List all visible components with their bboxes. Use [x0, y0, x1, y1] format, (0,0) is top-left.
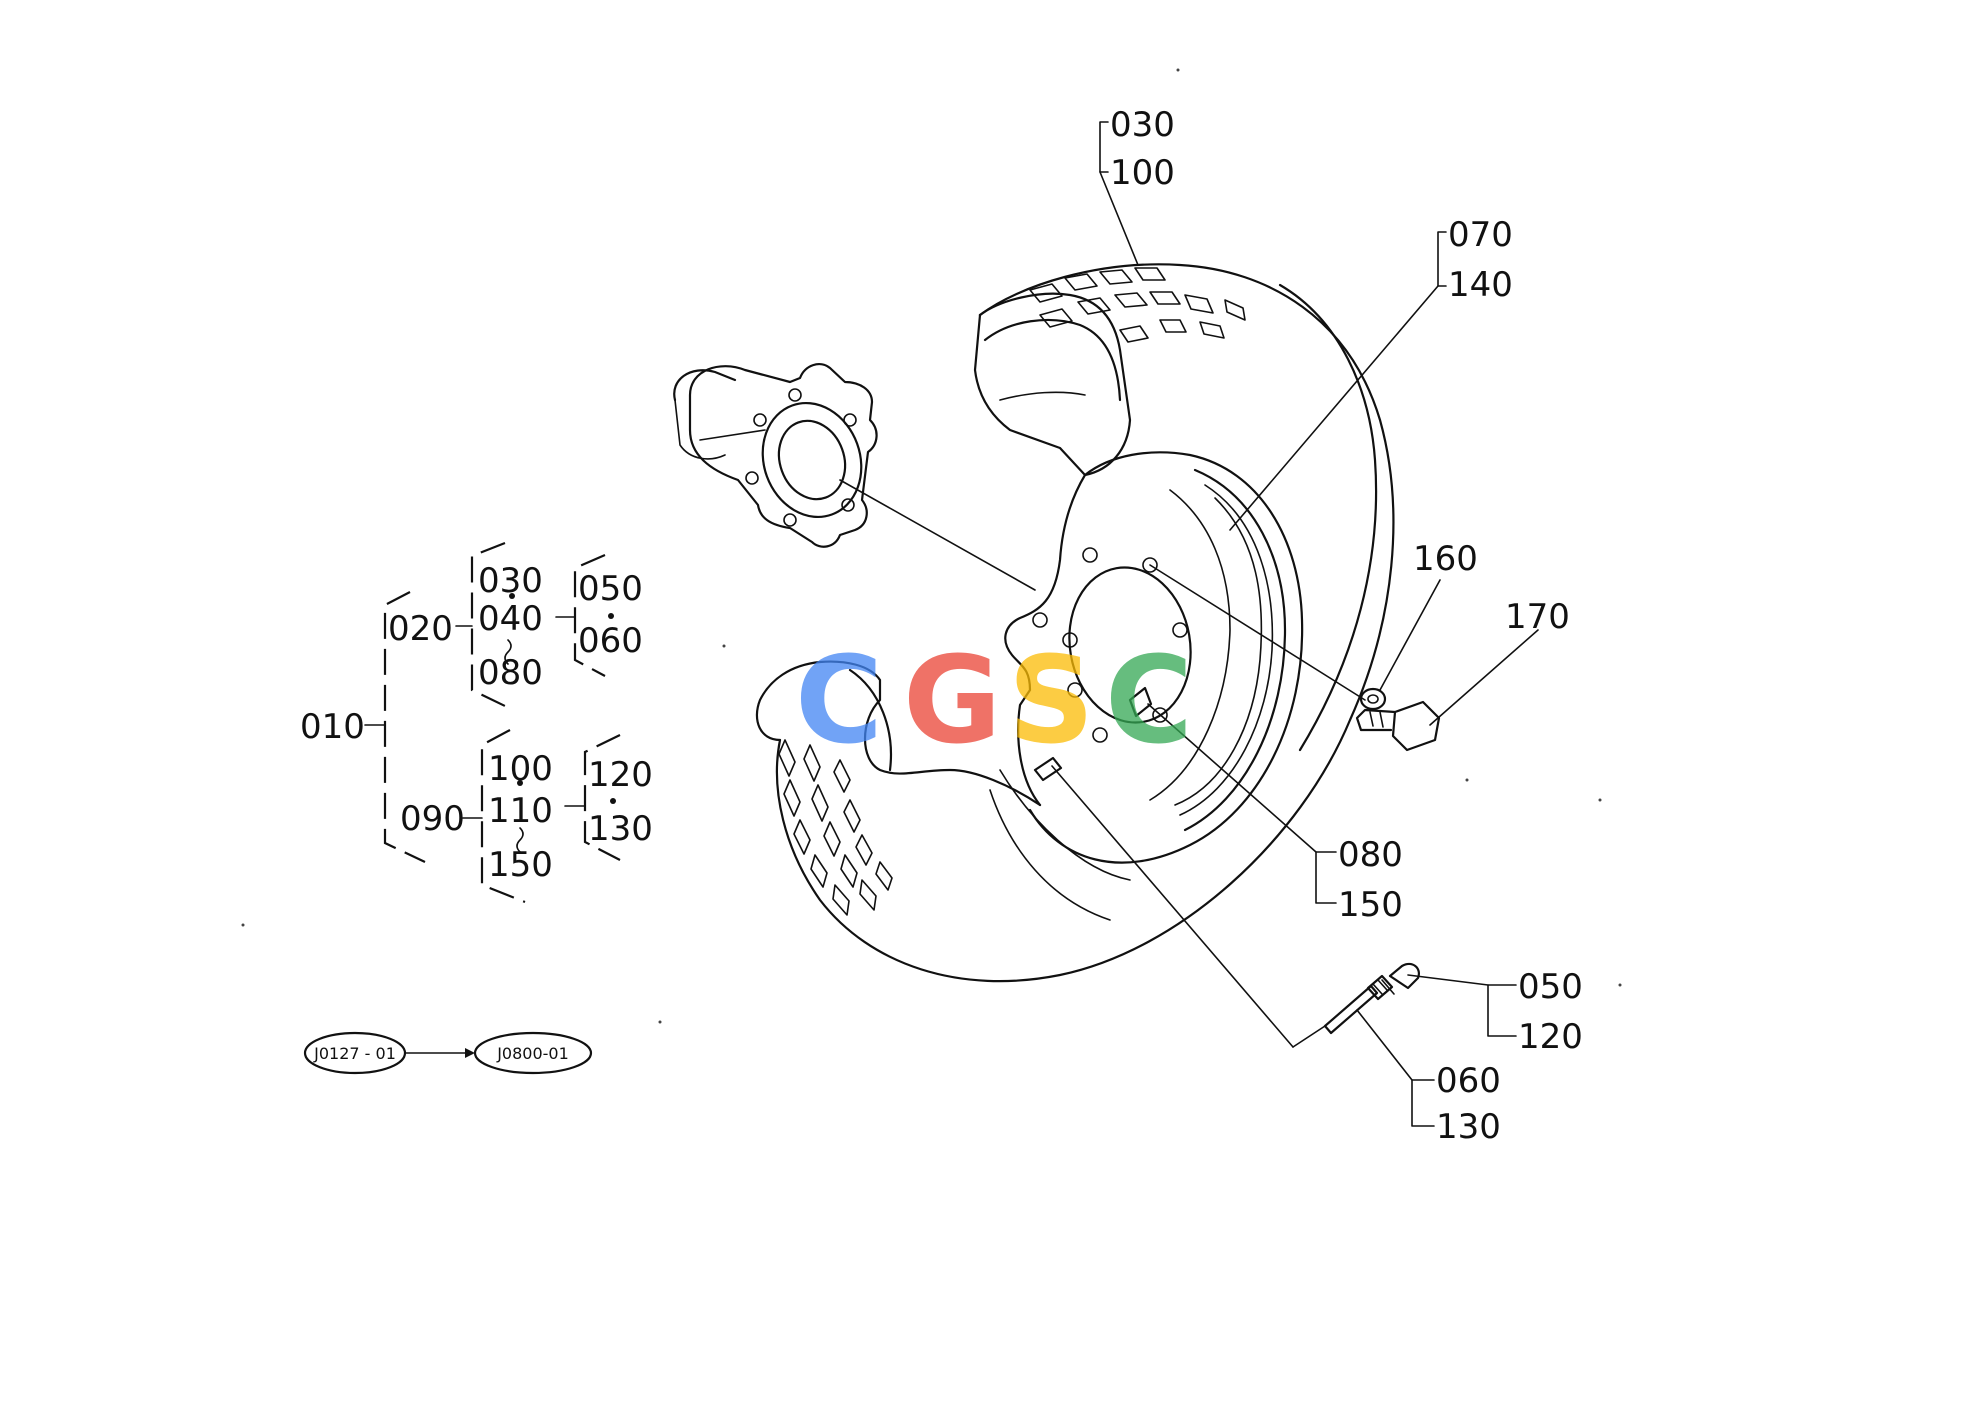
callout-160: 160 — [1413, 539, 1478, 579]
callout-labels: 030 100 070 140 160 170 080 150 050 120 … — [1110, 105, 1583, 1147]
tree-node-150: 150 — [488, 845, 553, 885]
leader-lines — [839, 121, 1539, 1127]
callout-140: 140 — [1448, 265, 1513, 305]
scan-specks — [241, 68, 1622, 1024]
serial-range: J0127 - 01 J0800-01 — [303, 1031, 593, 1075]
tire — [755, 263, 1395, 983]
watermark-letter-3: S — [1008, 632, 1094, 771]
callout-070: 070 — [1448, 215, 1513, 255]
callout-030: 030 — [1110, 105, 1175, 145]
tree-node-080: 080 — [478, 653, 543, 693]
tree-node-100: 100 — [488, 749, 553, 789]
tree-node-040: 040 — [478, 599, 543, 639]
tree-node-060: 060 — [578, 621, 643, 661]
rim — [1004, 451, 1304, 864]
part-number-tree: 010 020 090 030 040 080 050 060 100 110 … — [300, 541, 653, 904]
callout-170: 170 — [1505, 597, 1570, 637]
valve-cap-050 — [1381, 962, 1420, 995]
callout-100: 100 — [1110, 153, 1175, 193]
tree-node-020: 020 — [388, 609, 453, 649]
tree-node-120: 120 — [588, 755, 653, 795]
callout-080: 080 — [1338, 835, 1403, 875]
tread-bottom — [778, 739, 893, 916]
tree-node-130: 130 — [588, 809, 653, 849]
watermark-letter-4: C — [1105, 632, 1193, 771]
valve-stem-060 — [1323, 974, 1394, 1035]
bolt-170 — [1355, 700, 1441, 752]
tree-node-110: 110 — [488, 791, 553, 831]
serial-from: J0127 - 01 — [313, 1044, 396, 1063]
tree-node-010: 010 — [300, 707, 365, 747]
washer-160 — [1359, 687, 1387, 711]
tree-node-030: 030 — [478, 561, 543, 601]
callout-060: 060 — [1436, 1061, 1501, 1101]
tree-node-050: 050 — [578, 569, 643, 609]
tread-top — [1029, 267, 1246, 343]
watermark-letter-1: C — [795, 632, 883, 771]
callout-050: 050 — [1518, 967, 1583, 1007]
watermark-letter-2: G — [903, 632, 1002, 771]
tree-node-090: 090 — [400, 799, 465, 839]
wheel-hub — [673, 363, 878, 548]
serial-to: J0800-01 — [496, 1044, 569, 1063]
callout-150: 150 — [1338, 885, 1403, 925]
callout-120: 120 — [1518, 1017, 1583, 1057]
callout-130: 130 — [1436, 1107, 1501, 1147]
cgsc-watermark: C G S C — [795, 632, 1193, 771]
